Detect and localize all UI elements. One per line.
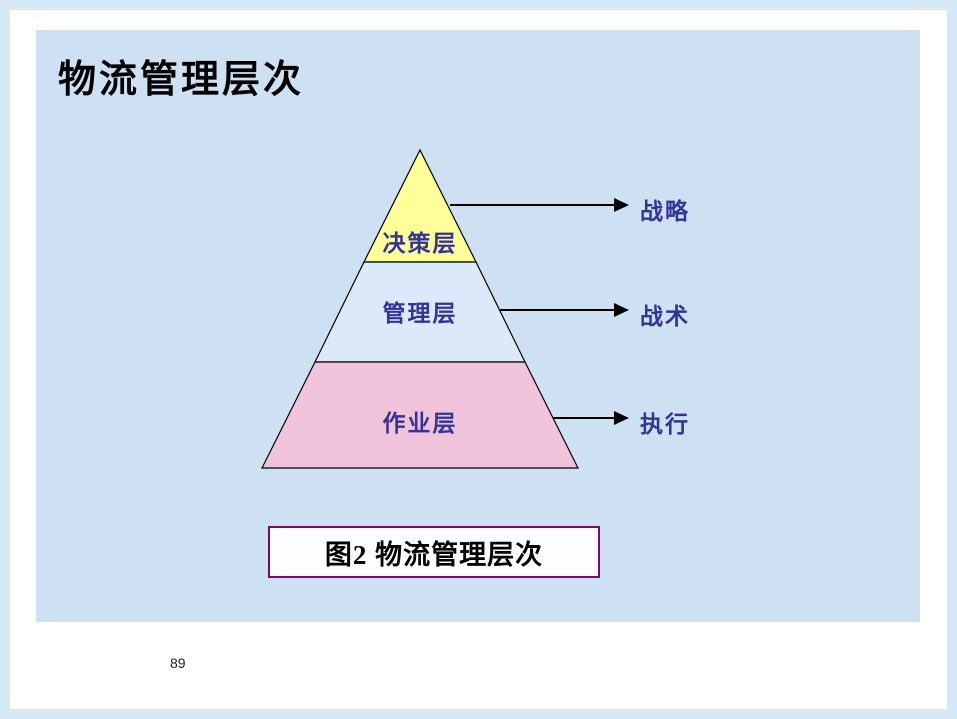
pyramid-diagram [261, 148, 579, 469]
arrow-line-execution [553, 417, 615, 419]
side-label-strategy: 战略 [640, 199, 690, 224]
arrow-head-icon [614, 303, 629, 317]
arrow-line-tactics [500, 309, 615, 311]
page-number: 89 [170, 655, 186, 671]
pyramid-label-decision: 决策层 [382, 231, 458, 256]
arrow-head-icon [614, 411, 629, 425]
arrow-head-icon [614, 198, 629, 212]
arrow-line-strategy [450, 204, 615, 206]
side-label-tactics: 战术 [640, 304, 690, 329]
slide-title: 物流管理层次 [58, 59, 305, 101]
pyramid-label-operation: 作业层 [382, 411, 458, 436]
pyramid-label-management: 管理层 [382, 301, 458, 326]
figure-caption: 图2 物流管理层次 [324, 539, 544, 570]
figure-caption-box: 图2 物流管理层次 [268, 526, 600, 578]
pyramid-layer-bottom [261, 361, 579, 469]
side-label-execution: 执行 [640, 412, 690, 437]
